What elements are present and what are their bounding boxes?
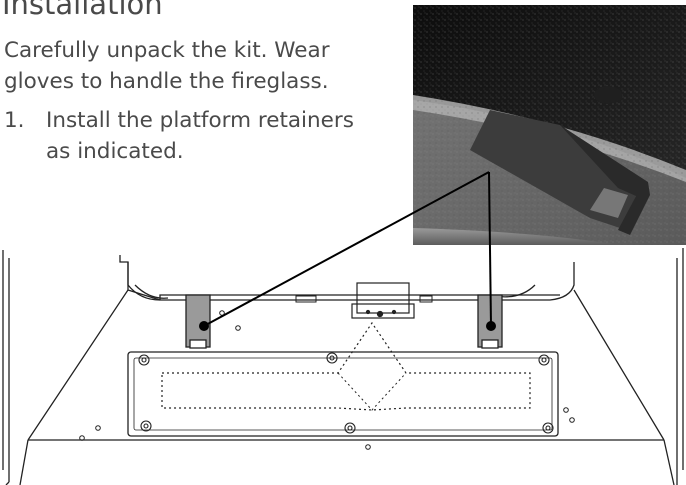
closeup-photo <box>413 5 686 245</box>
valve-box <box>356 282 410 314</box>
section-heading: Installation <box>2 0 163 21</box>
plate-screws <box>138 352 554 434</box>
intro-paragraph: Carefully unpack the kit. Wear gloves to… <box>4 35 424 97</box>
burner-pan-drawing <box>2 248 684 485</box>
callout-dots <box>199 321 496 331</box>
retainer-left-drawing <box>185 294 211 349</box>
burner-star <box>161 321 531 411</box>
callout-lines <box>203 171 492 327</box>
step-item: 1. Install the platform retainers as ind… <box>4 105 354 167</box>
intro-line: gloves to handle the fireglass. <box>4 69 329 94</box>
burner-plate <box>127 351 559 437</box>
step-text-line: Install the platform retainers <box>46 108 354 133</box>
right-wall <box>676 248 684 485</box>
steps-list: 1. Install the platform retainers as ind… <box>4 105 354 167</box>
left-wall <box>2 250 10 485</box>
tray-outline <box>27 289 665 441</box>
step-number: 1. <box>4 108 25 133</box>
pan-holes <box>79 310 575 450</box>
intro-line: Carefully unpack the kit. Wear <box>4 38 330 63</box>
step-text-line: as indicated. <box>46 139 184 164</box>
back-ledge <box>127 262 575 301</box>
